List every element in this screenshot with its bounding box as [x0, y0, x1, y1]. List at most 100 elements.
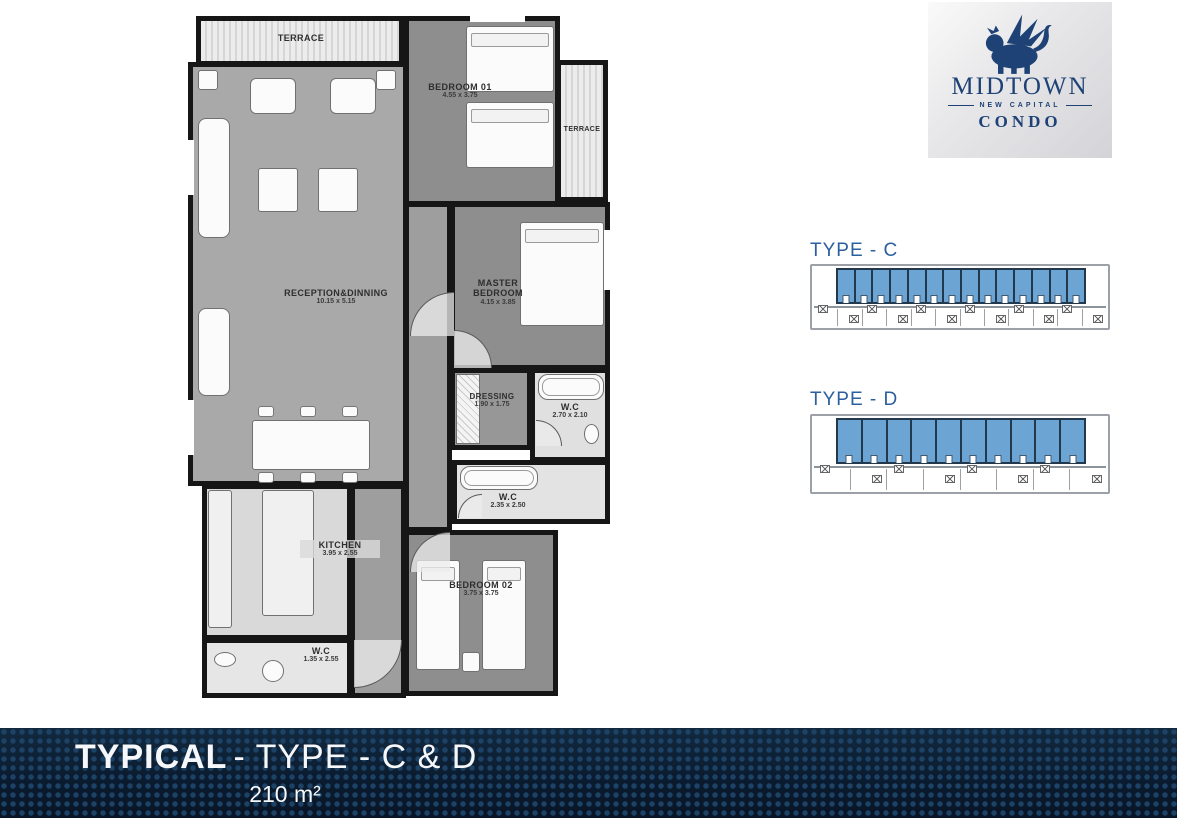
chair [342, 472, 358, 483]
armchair [250, 78, 296, 114]
corridor-line [814, 466, 1106, 468]
armchair [330, 78, 376, 114]
corridor [404, 202, 452, 532]
stair-icon [867, 305, 878, 313]
lower-unit [862, 305, 888, 326]
stair-icon [946, 315, 957, 323]
type-c-building-strip [810, 264, 1110, 330]
brand-name: MIDTOWN [951, 73, 1089, 100]
lower-units-row [814, 305, 1107, 326]
highlighted-unit [1034, 418, 1062, 464]
lower-unit [1033, 309, 1059, 326]
stair-icon [1044, 315, 1055, 323]
stair-icon [893, 465, 904, 473]
lower-unit [984, 309, 1010, 326]
highlighted-units-row [836, 268, 1087, 304]
window [470, 15, 525, 22]
stair-icon [818, 305, 829, 313]
bathtub [538, 374, 604, 400]
lower-unit [1058, 305, 1083, 326]
type-c-label: TYPE - C [810, 240, 899, 261]
banner-text: TYPICAL- TYPE - C & D 210 m² [75, 738, 495, 808]
highlighted-unit [959, 418, 987, 464]
window [604, 230, 611, 290]
highlighted-units-row [836, 418, 1086, 464]
double-bed [520, 222, 604, 326]
lower-unit [887, 309, 912, 326]
plan-title: TYPICAL- TYPE - C & D [75, 738, 478, 776]
lower-unit [1009, 305, 1034, 326]
stair-icon [871, 475, 882, 483]
stair-icon [964, 305, 975, 313]
stair-icon [849, 315, 860, 323]
stair-icon [1093, 315, 1104, 323]
stair-icon [1013, 305, 1024, 313]
lower-unit [850, 469, 888, 490]
highlighted-unit [885, 418, 913, 464]
lower-unit [923, 469, 961, 490]
lower-unit [960, 305, 985, 326]
toilet [214, 652, 236, 667]
stair-icon [1062, 305, 1073, 313]
plan-area: 210 m² [249, 781, 321, 807]
room-terrace-top [196, 16, 404, 66]
stair-icon [820, 465, 831, 473]
window [187, 400, 194, 455]
stair-icon [1040, 465, 1051, 473]
highlighted-unit [910, 418, 938, 464]
kitchen-island [262, 490, 314, 616]
highlighted-unit [984, 418, 1012, 464]
lower-unit [960, 465, 998, 490]
chair [342, 406, 358, 417]
brand-logo-panel: MIDTOWN NEW CAPITAL CONDO [928, 2, 1112, 158]
lower-unit [814, 305, 839, 326]
nightstand [462, 652, 480, 672]
room-terrace-right [556, 60, 608, 202]
stair-icon [945, 475, 956, 483]
sofa [198, 118, 230, 238]
dining-table [252, 420, 370, 470]
bathtub [460, 466, 538, 490]
planter [376, 70, 396, 90]
type-d-label: TYPE - D [810, 389, 899, 410]
corridor-line [814, 306, 1106, 308]
stair-icon [897, 315, 908, 323]
highlighted-unit [1009, 418, 1037, 464]
highlighted-unit [836, 418, 863, 464]
brand-product: CONDO [978, 112, 1062, 131]
type-d-building-strip [810, 414, 1110, 494]
brand-subtitle: NEW CAPITAL [928, 102, 1112, 109]
lower-unit [1082, 309, 1107, 326]
lower-unit [1070, 469, 1106, 490]
lower-units-row [814, 465, 1106, 490]
stair-icon [1091, 475, 1102, 483]
lower-unit [887, 465, 924, 490]
wardrobe [456, 374, 480, 444]
stair-icon [1018, 475, 1029, 483]
sink [262, 660, 284, 682]
stair-icon [915, 305, 926, 313]
griffin-logo-icon [985, 14, 1052, 74]
single-bed [482, 560, 526, 670]
bed [466, 102, 554, 168]
lower-unit [911, 305, 937, 326]
coffee-table [258, 168, 298, 212]
lower-unit [814, 465, 851, 490]
highlighted-unit [935, 418, 962, 464]
chair [300, 406, 316, 417]
planter [198, 70, 218, 90]
single-bed [416, 560, 460, 670]
title-banner: TYPICAL- TYPE - C & D 210 m² [0, 728, 1177, 818]
lower-unit [997, 469, 1034, 490]
lower-unit [838, 309, 863, 326]
coffee-table [318, 168, 358, 212]
highlighted-unit [1059, 418, 1086, 464]
lower-unit [936, 309, 961, 326]
kitchen-counter [208, 490, 232, 628]
stair-icon [966, 465, 977, 473]
chair [258, 472, 274, 483]
stair-icon [995, 315, 1006, 323]
bed [466, 26, 554, 92]
highlighted-unit [860, 418, 888, 464]
